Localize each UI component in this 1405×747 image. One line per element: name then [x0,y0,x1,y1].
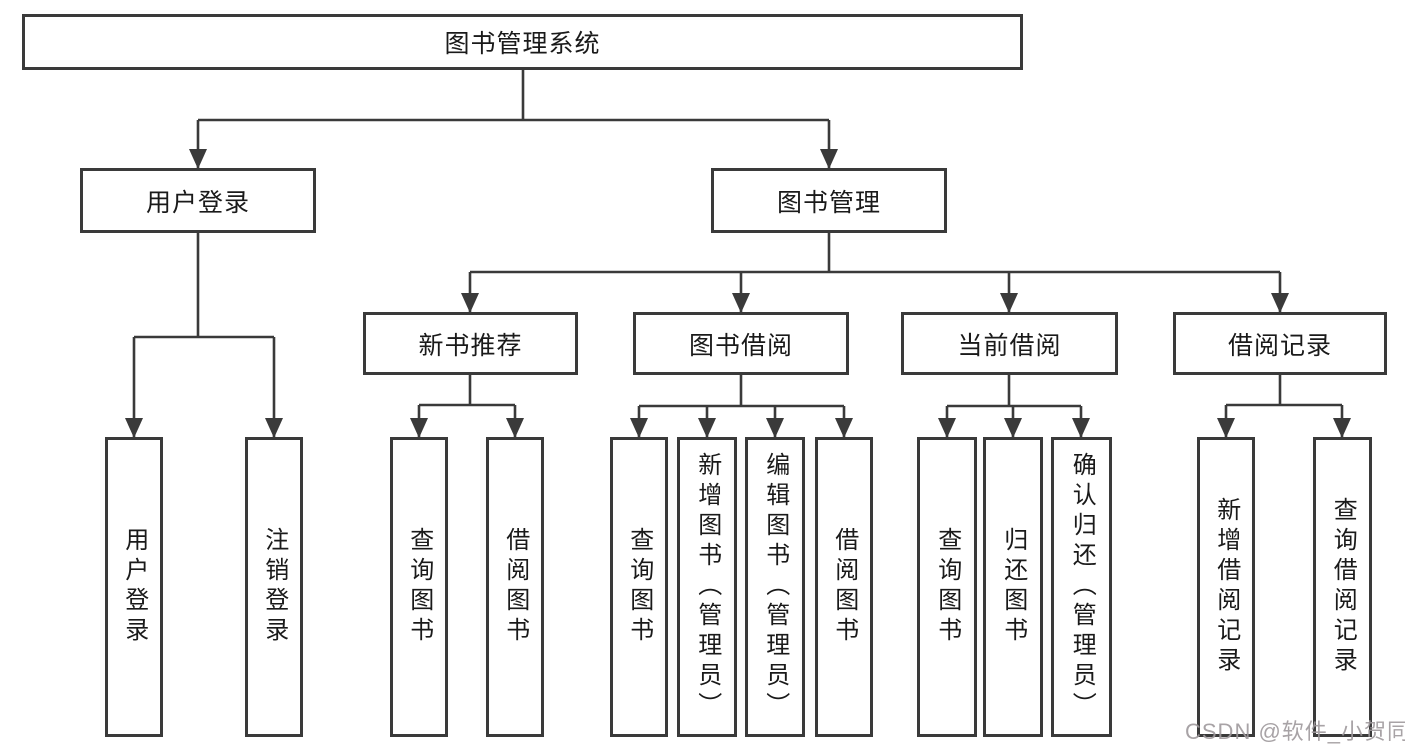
node-label: 查询借阅记录 [1329,497,1357,677]
node-label: 新增借阅记录 [1212,497,1240,677]
node-book-management: 图书管理 [711,168,947,233]
node-label: 用户登录 [145,188,250,217]
leaf-confirm-return-admin: 确认归还（管理员） [1051,437,1112,737]
node-label: 借阅记录 [1227,331,1332,360]
leaf-borrow-books: 借阅图书 [815,437,873,737]
node-label: 注销登录 [260,527,288,647]
node-user-login: 用户登录 [80,168,316,233]
leaf-query-borrow-record: 查询借阅记录 [1313,437,1372,737]
node-label: 确认归还（管理员） [1068,452,1096,722]
leaf-query-books: 查询图书 [390,437,448,737]
node-new-book-recommend: 新书推荐 [363,312,578,375]
node-label: 编辑图书（管理员） [761,452,789,722]
leaf-user-login: 用户登录 [105,437,163,737]
leaf-query-books: 查询图书 [610,437,668,737]
node-book-borrowing: 图书借阅 [633,312,849,375]
node-label: 归还图书 [999,527,1027,647]
node-label: 图书借阅 [688,331,793,360]
node-current-borrowing: 当前借阅 [901,312,1118,375]
leaf-query-books: 查询图书 [917,437,977,737]
node-label: 查询图书 [625,527,653,647]
leaf-edit-books-admin: 编辑图书（管理员） [745,437,805,737]
node-label: 用户登录 [120,527,148,647]
node-label: 当前借阅 [957,331,1062,360]
leaf-return-books: 归还图书 [983,437,1043,737]
node-label: 图书管理系统 [444,30,601,58]
node-label: 查询图书 [933,527,961,647]
node-root-library-system: 图书管理系统 [22,14,1023,70]
leaf-borrow-books: 借阅图书 [486,437,544,737]
node-borrow-records: 借阅记录 [1173,312,1387,375]
leaf-add-borrow-record: 新增借阅记录 [1197,437,1255,737]
node-label: 借阅图书 [830,527,858,647]
csdn-watermark: CSDN @软件_小贺同学 [1185,719,1405,744]
node-label: 新书推荐 [418,331,523,360]
leaf-add-books-admin: 新增图书（管理员） [677,437,737,737]
node-label: 查询图书 [405,527,433,647]
node-label: 新增图书（管理员） [693,452,721,722]
node-label: 借阅图书 [501,527,529,647]
node-label: 图书管理 [776,188,881,217]
leaf-logout: 注销登录 [245,437,303,737]
